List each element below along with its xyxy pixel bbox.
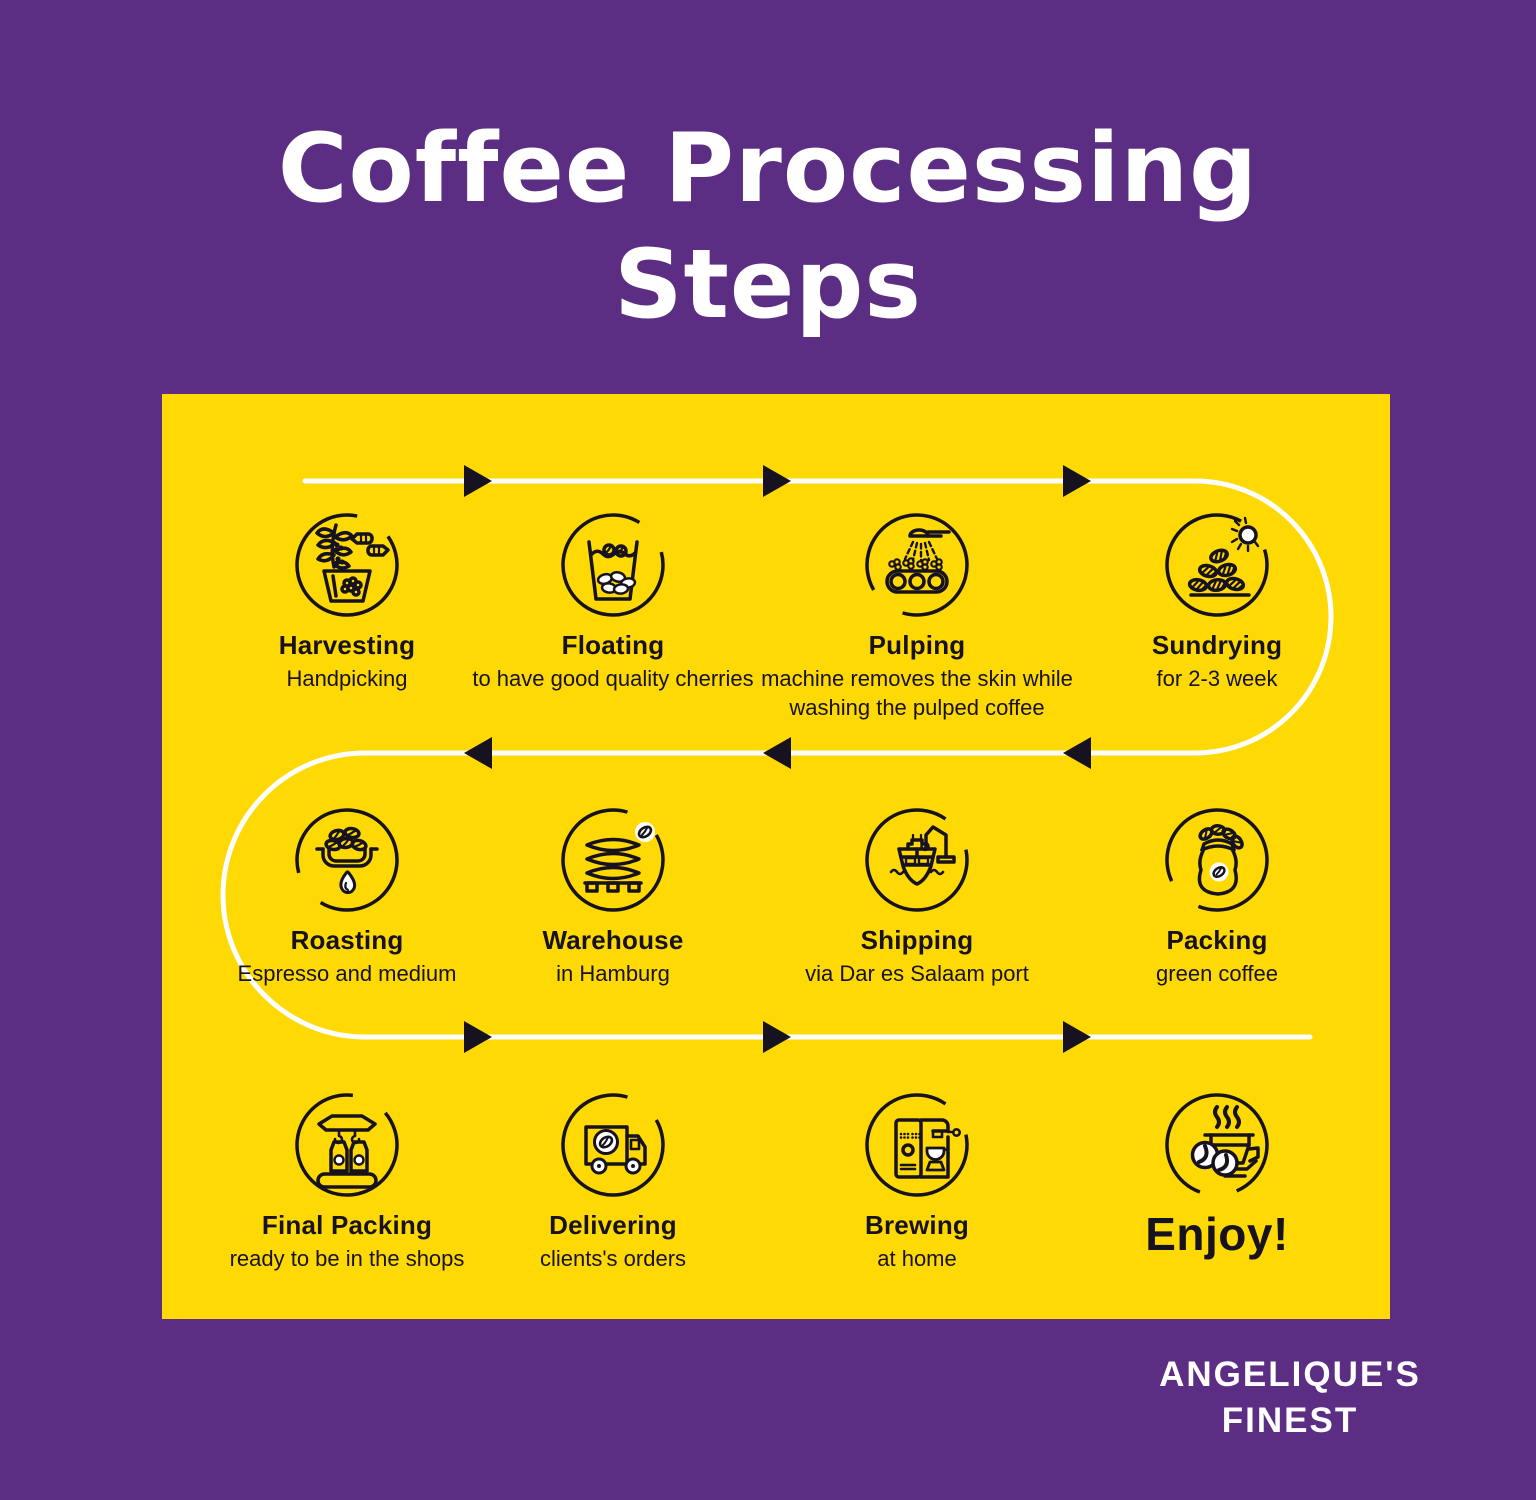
- arrow-right-icon: [464, 1021, 492, 1053]
- arrow-right-icon: [763, 465, 791, 497]
- step-description: green coffee: [1156, 961, 1278, 986]
- step-enjoy: Enjoy!: [1037, 1089, 1397, 1264]
- step-description: via Dar es Salaam port: [805, 961, 1029, 986]
- step-title: Final Packing: [261, 1210, 433, 1240]
- step-title: Warehouse: [542, 925, 684, 955]
- brand-line2: FINEST: [1221, 1401, 1359, 1441]
- step-title: Roasting: [290, 925, 404, 955]
- step-final-packing: Final Packing ready to be in the shops: [167, 1089, 527, 1273]
- step-description: Handpicking: [286, 666, 408, 691]
- step-title: Enjoy!: [1145, 1208, 1289, 1260]
- step-packing: Packing green coffee: [1037, 804, 1397, 988]
- step-brewing: Brewing at home: [737, 1089, 1097, 1273]
- step-description: clients's orders: [539, 1246, 687, 1271]
- step-description: ready to be in the shops: [229, 1246, 465, 1271]
- step-description: to have good quality cherries: [472, 666, 754, 691]
- step-title: Sundrying: [1151, 630, 1283, 660]
- infographic-card: Harvesting Handpicking Floating to have …: [162, 394, 1390, 1319]
- brand-logo: ANGELIQUE'S FINEST: [1090, 1352, 1490, 1444]
- pulping-icon: [865, 513, 969, 617]
- enjoy-icon: [1165, 1093, 1269, 1197]
- step-floating: Floating to have good quality cherries: [433, 509, 793, 693]
- arrow-left-icon: [1063, 737, 1091, 769]
- step-title: Pulping: [868, 630, 966, 660]
- step-description: Espresso and medium: [237, 961, 457, 986]
- step-description: at home: [877, 1246, 957, 1271]
- step-title: Floating: [561, 630, 665, 660]
- step-delivering: Delivering clients's orders: [433, 1089, 793, 1273]
- final-packing-icon: [295, 1093, 399, 1197]
- step-title: Shipping: [860, 925, 974, 955]
- arrow-right-icon: [464, 465, 492, 497]
- step-harvesting: Harvesting Handpicking: [167, 509, 527, 693]
- step-roasting: Roasting Espresso and medium: [167, 804, 527, 988]
- delivering-icon: [561, 1093, 665, 1197]
- page-title: Coffee Processing Steps: [277, 114, 1259, 340]
- arrow-right-icon: [1063, 465, 1091, 497]
- arrow-left-icon: [464, 737, 492, 769]
- step-title: Packing: [1166, 925, 1268, 955]
- step-pulping: Pulping machine removes the skin while w…: [737, 509, 1097, 722]
- step-shipping: Shipping via Dar es Salaam port: [737, 804, 1097, 988]
- floating-icon: [561, 513, 665, 617]
- step-description: in Hamburg: [556, 961, 670, 986]
- step-title: Brewing: [865, 1210, 969, 1240]
- sundrying-icon: [1165, 513, 1269, 617]
- flow-arrows: [464, 465, 1091, 1053]
- packing-icon: [1165, 808, 1269, 912]
- warehouse-icon: [561, 808, 665, 912]
- arrow-right-icon: [763, 1021, 791, 1053]
- flow-path: [220, 465, 1334, 1053]
- roasting-icon: [295, 808, 399, 912]
- step-warehouse: Warehouse in Hamburg: [433, 804, 793, 988]
- step-description: for 2-3 week: [1156, 666, 1278, 691]
- step-sundrying: Sundrying for 2-3 week: [1037, 509, 1397, 693]
- step-title: Delivering: [549, 1210, 677, 1240]
- shipping-icon: [865, 808, 969, 912]
- step-description: machine removes the skin while washing t…: [761, 666, 1073, 721]
- arrow-right-icon: [1063, 1021, 1091, 1053]
- brand-line1: ANGELIQUE'S: [1159, 1355, 1421, 1394]
- arrow-left-icon: [763, 737, 791, 769]
- brewing-icon: [865, 1093, 969, 1197]
- step-title: Harvesting: [278, 630, 416, 660]
- harvesting-icon: [295, 513, 399, 617]
